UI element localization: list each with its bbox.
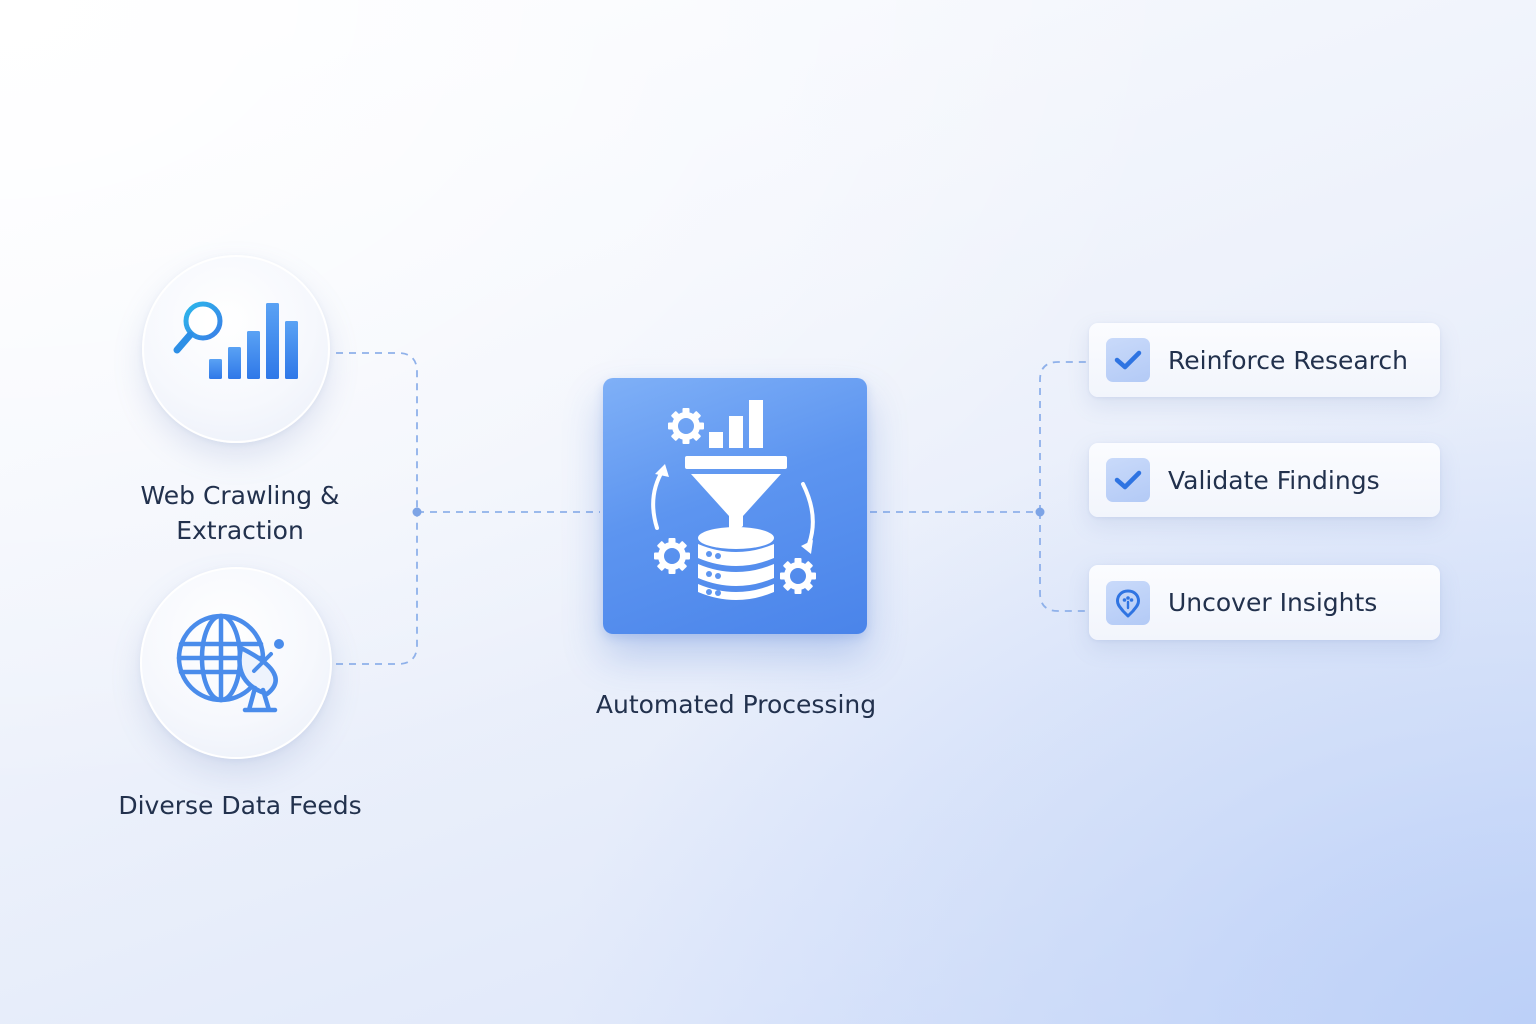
web-crawling-label: Web Crawling & Extraction [140, 481, 340, 545]
data-feeds-label: Diverse Data Feeds [118, 791, 362, 820]
output-validate-findings: Validate Findings [1089, 443, 1440, 517]
output-label: Reinforce Research [1168, 345, 1408, 375]
output-label: Uncover Insights [1168, 588, 1378, 617]
checkmark-icon [1106, 458, 1150, 502]
connector-reinforce [1039, 361, 1088, 512]
globe-satellite-dish-icon [176, 613, 284, 713]
search-bar-chart-icon [173, 301, 298, 379]
connector-feeds [336, 512, 418, 665]
automated-processing-label: Automated Processing [595, 690, 877, 719]
funnel-database-gears-icon [603, 400, 867, 600]
output-uncover-insights: Uncover Insights [1089, 565, 1440, 640]
output-label: Validate Findings [1168, 465, 1380, 495]
junction-dot-left [412, 507, 422, 517]
automated-processing-card [603, 378, 867, 634]
connector-uncover [1039, 512, 1088, 612]
data-feeds-node [140, 567, 332, 759]
lightbulb-icon [1106, 580, 1150, 625]
checkmark-icon [1106, 338, 1150, 382]
web-crawling-node [142, 255, 330, 443]
output-reinforce-research: Reinforce Research [1089, 323, 1440, 397]
connector-crawl [336, 352, 418, 512]
junction-dot-right [1035, 507, 1045, 517]
